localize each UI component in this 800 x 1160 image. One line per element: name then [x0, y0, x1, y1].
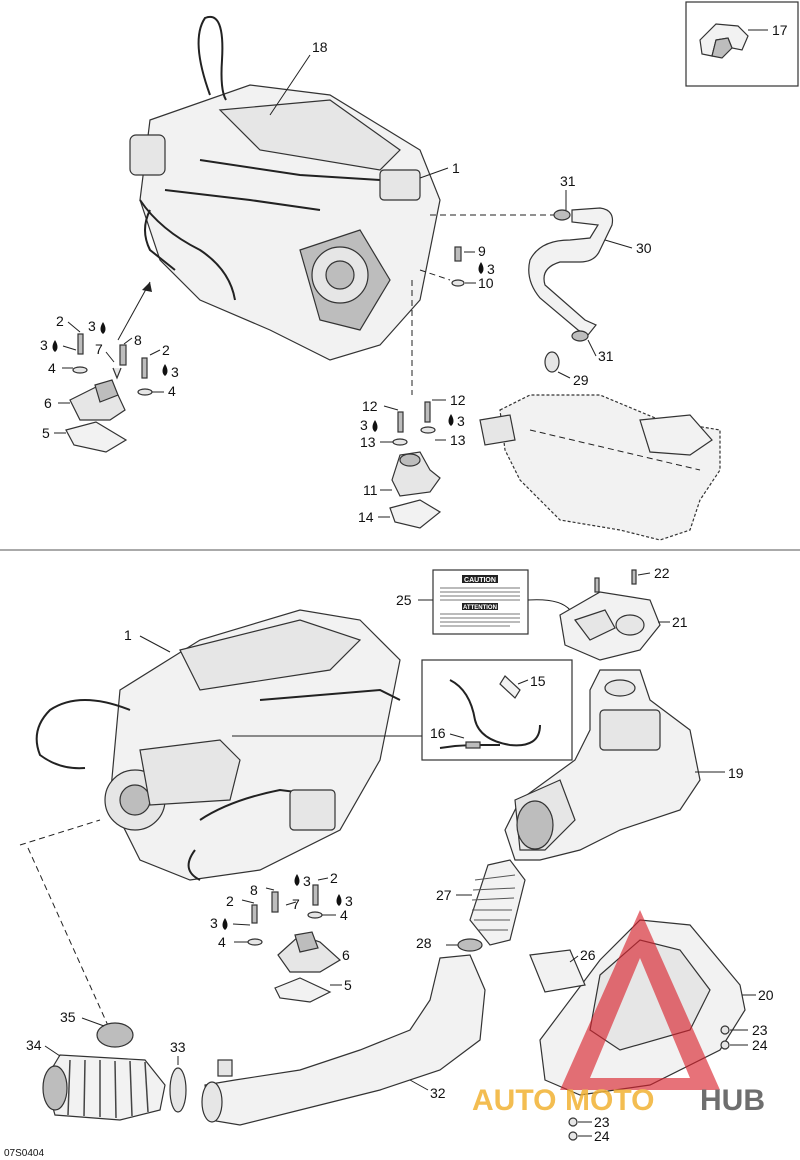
label-3f: 3: [457, 413, 465, 429]
mount-bottom: [247, 884, 342, 1003]
label-12a: 12: [362, 398, 378, 414]
clamp-35: [96, 1022, 134, 1048]
label-24a: 24: [752, 1037, 768, 1053]
label-1b: 1: [124, 627, 132, 643]
label-20: 20: [758, 987, 774, 1003]
label-1: 1: [452, 160, 460, 176]
label-30: 30: [636, 240, 652, 256]
label-7: 7: [95, 341, 103, 357]
label-23b: 23: [594, 1114, 610, 1130]
label-14: 14: [358, 509, 374, 525]
label-25: 25: [396, 592, 412, 608]
svg-text:AUTO: AUTO: [472, 1084, 556, 1117]
air-box-19: [504, 669, 701, 861]
screw-9: [451, 246, 465, 287]
label-18: 18: [312, 39, 328, 55]
label-2d: 2: [330, 870, 338, 886]
label-15: 15: [530, 673, 546, 689]
label-27: 27: [436, 887, 452, 903]
engine-bottom: [35, 609, 401, 881]
label-32: 32: [430, 1085, 446, 1101]
label-33: 33: [170, 1039, 186, 1055]
ring-33: [169, 1067, 187, 1113]
label-13b: 13: [450, 432, 466, 448]
label-31b: 31: [598, 348, 614, 364]
label-10: 10: [478, 275, 494, 291]
svg-text:CAUTION: CAUTION: [464, 577, 496, 584]
label-23a: 23: [752, 1022, 768, 1038]
label-4b: 4: [168, 383, 176, 399]
label-34: 34: [26, 1037, 42, 1053]
label-11: 11: [363, 482, 378, 498]
label-6b: 6: [342, 947, 350, 963]
label-3e: 3: [360, 417, 368, 433]
air-box-cover-21: [559, 569, 661, 661]
label-4d: 4: [218, 934, 226, 950]
label-16: 16: [430, 725, 446, 741]
label-2c: 2: [226, 893, 234, 909]
label-21: 21: [672, 614, 688, 630]
label-9: 9: [478, 243, 486, 259]
intake-34: [42, 1054, 166, 1121]
label-26: 26: [580, 947, 596, 963]
label-3g: 3: [303, 873, 311, 889]
label-4a: 4: [48, 360, 56, 376]
air-hose-30: [528, 207, 614, 373]
caution-label-25: CAUTION ATTENTION: [432, 569, 529, 635]
label-24b: 24: [594, 1128, 610, 1144]
bottom-section: CAUTION ATTENTION 25: [19, 565, 774, 1144]
label-22: 22: [654, 565, 670, 581]
label-3b: 3: [88, 318, 96, 334]
label-5: 5: [42, 425, 50, 441]
air-box-top: [479, 394, 721, 541]
label-17: 17: [772, 22, 788, 38]
label-35: 35: [60, 1009, 76, 1025]
engine-top: [129, 15, 441, 361]
label-19: 19: [728, 765, 744, 781]
label-3c: 3: [40, 337, 48, 353]
label-7b: 7: [292, 896, 300, 912]
mount-center-top: [389, 401, 442, 529]
mount-left-top: [65, 333, 153, 453]
label-3a: 3: [487, 261, 495, 277]
duct-32: [201, 954, 486, 1126]
svg-text:HUB: HUB: [700, 1084, 765, 1117]
svg-text:MOTO: MOTO: [565, 1084, 654, 1117]
label-31a: 31: [560, 173, 576, 189]
label-4c: 4: [340, 907, 348, 923]
top-section: 18 1 31 30 31 29: [40, 15, 721, 541]
label-2b: 2: [162, 342, 170, 358]
label-29: 29: [573, 372, 589, 388]
label-3h: 3: [345, 893, 353, 909]
label-3i: 3: [210, 915, 218, 931]
label-28: 28: [416, 935, 432, 951]
svg-text:ATTENTION: ATTENTION: [463, 605, 497, 611]
label-8: 8: [134, 332, 142, 348]
label-2a: 2: [56, 313, 64, 329]
label-6: 6: [44, 395, 52, 411]
label-5b: 5: [344, 977, 352, 993]
hose-27: [457, 859, 526, 952]
diagram-code: 07S0404: [4, 1148, 44, 1159]
label-13a: 13: [360, 434, 376, 450]
label-8b: 8: [250, 882, 258, 898]
label-12b: 12: [450, 392, 466, 408]
watermark-logo: AUTO MOTO HUB: [472, 910, 765, 1117]
inset-part-17: 17: [685, 1, 799, 87]
label-3d: 3: [171, 364, 179, 380]
sensor-inset: [421, 659, 573, 761]
